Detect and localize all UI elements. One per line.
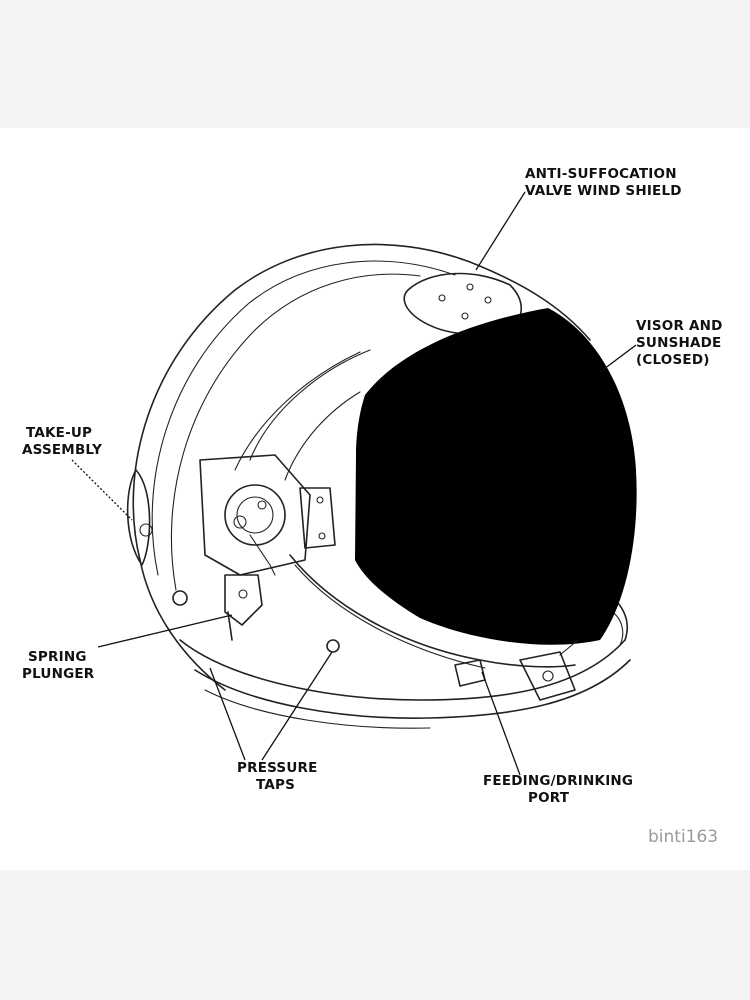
svg-text:VISOR AND: VISOR AND bbox=[636, 318, 723, 334]
bottom-band bbox=[0, 870, 750, 1000]
feeding-port-fitting bbox=[454, 639, 579, 701]
label-takeup: TAKE-UP ASSEMBLY bbox=[22, 425, 102, 458]
label-pressure-taps: PRESSURE TAPS bbox=[237, 760, 318, 793]
label-feeding-port: FEEDING/DRINKING PORT bbox=[483, 773, 633, 806]
spring-plunger-housing bbox=[172, 574, 263, 641]
face-seal bbox=[234, 349, 371, 481]
svg-text:TAPS: TAPS bbox=[256, 777, 295, 793]
label-spring-plunger: SPRING PLUNGER bbox=[22, 649, 95, 682]
leader-lines bbox=[71, 191, 637, 776]
hose bbox=[289, 554, 576, 669]
svg-text:SPRING: SPRING bbox=[28, 649, 87, 665]
top-band bbox=[0, 0, 750, 128]
label-anti-suffocation: ANTI-SUFFOCATION VALVE WIND SHIELD bbox=[525, 166, 682, 199]
svg-text:(CLOSED): (CLOSED) bbox=[636, 352, 710, 368]
watermark: binti163 bbox=[648, 827, 718, 847]
svg-text:TAKE-UP: TAKE-UP bbox=[26, 425, 92, 441]
svg-text:PORT: PORT bbox=[528, 790, 570, 806]
svg-text:SUNSHADE: SUNSHADE bbox=[636, 335, 721, 351]
svg-text:PRESSURE: PRESSURE bbox=[237, 760, 318, 776]
label-visor: VISOR AND SUNSHADE (CLOSED) bbox=[636, 318, 723, 368]
svg-text:FEEDING/DRINKING: FEEDING/DRINKING bbox=[483, 773, 633, 789]
pressure-tap-knob bbox=[326, 639, 340, 653]
takeup-recess bbox=[126, 469, 153, 566]
svg-text:ASSEMBLY: ASSEMBLY bbox=[22, 442, 102, 458]
svg-text:ANTI-SUFFOCATION: ANTI-SUFFOCATION bbox=[525, 166, 677, 182]
takeup-mechanism bbox=[199, 454, 336, 576]
neck-ring bbox=[179, 589, 631, 729]
visor-sunshade bbox=[355, 308, 637, 645]
svg-text:VALVE WIND SHIELD: VALVE WIND SHIELD bbox=[525, 183, 682, 199]
svg-text:PLUNGER: PLUNGER bbox=[22, 666, 95, 682]
